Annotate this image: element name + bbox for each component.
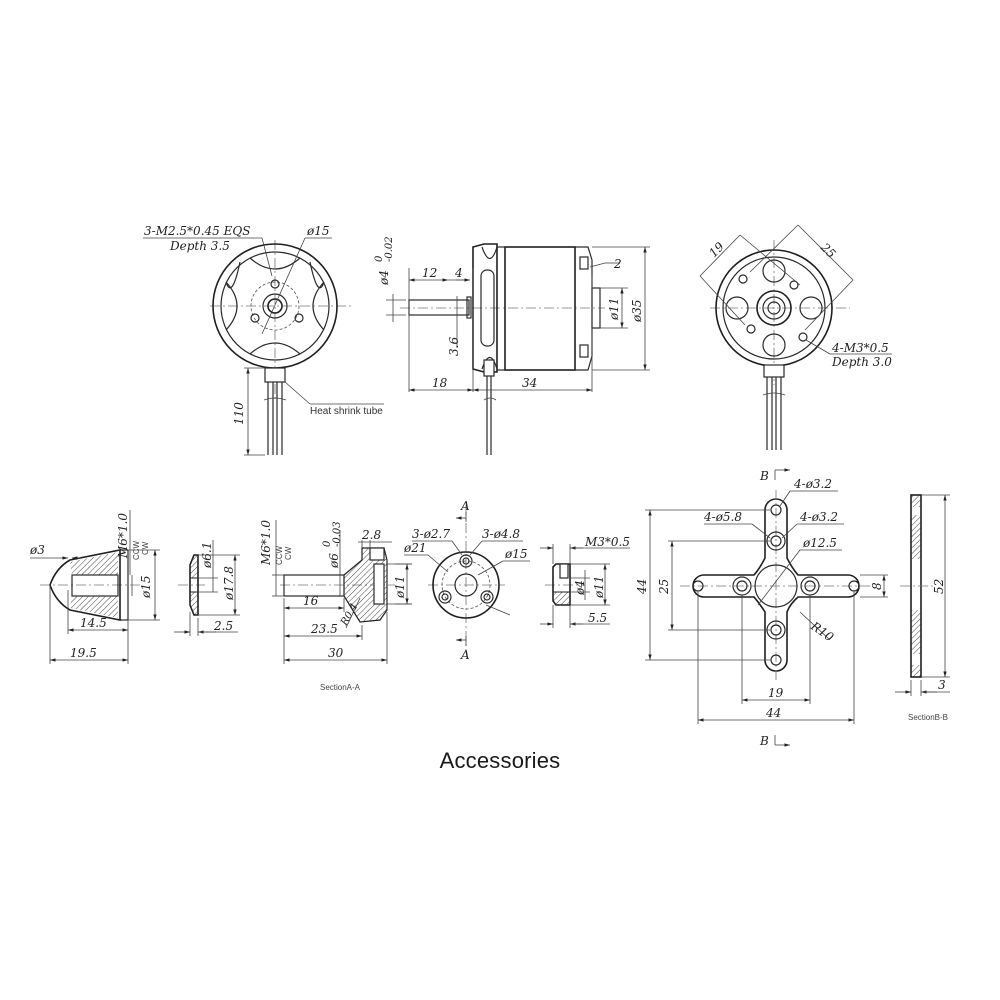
dim-d11: ø11 xyxy=(607,298,621,322)
front-thread-note: 3-M2.5*0.45 EQS xyxy=(144,224,250,238)
front-diameter-label: ø15 xyxy=(306,224,330,238)
collet-d21: ø21 xyxy=(403,541,427,555)
section-b-height: 52 xyxy=(932,579,946,594)
washer-drawing: ø6.1 ø17.8 2.5 xyxy=(174,540,240,636)
section-mark-a-top: A xyxy=(460,499,470,513)
side-view: ø4 0 -0.02 12 4 3.6 18 34 2 ø11 ø35 xyxy=(374,236,650,455)
section-b-label: SectionB-B xyxy=(908,713,948,722)
dim-12: 12 xyxy=(422,266,437,280)
heat-shrink-label: Heat shrink tube xyxy=(310,406,383,417)
x-mount-section-b-bottom: B xyxy=(759,734,769,748)
section-mark-a-bottom: A xyxy=(460,648,470,662)
rear-thread-note: 4-M3*0.5 xyxy=(831,341,889,355)
dim-d35: ø35 xyxy=(630,300,644,324)
x-mount-dim-19: 19 xyxy=(768,686,784,700)
adapter-cw: CW xyxy=(284,546,293,560)
spinner-len-14-5: 14.5 xyxy=(80,616,107,630)
adapter-len-30: 30 xyxy=(328,646,344,660)
dim-4: 4 xyxy=(454,266,463,280)
adapter-d6-tol-upper: 0 xyxy=(322,540,333,547)
adapter-len-23-5: 23.5 xyxy=(310,622,338,636)
collet-holes-large: 3-ø4.8 xyxy=(482,527,520,541)
x-mount-section-drawing: 52 3 SectionB-B xyxy=(895,494,950,722)
page-title: Accessories xyxy=(439,748,561,773)
prop-adapter-drawing: M6*1.0 CCW CW ø6 0 -0.03 2.8 ø11 16 23.5… xyxy=(259,520,412,692)
front-view: 3-M2.5*0.45 EQS Depth 3.5 ø15 110 Heat s… xyxy=(143,224,384,456)
adapter-len-16: 16 xyxy=(303,594,319,608)
x-mount-radius: R10 xyxy=(807,618,836,644)
adapter-ccw: CCW xyxy=(275,545,284,565)
x-mount-dim-8: 8 xyxy=(870,582,884,590)
spinner-d3: ø3 xyxy=(29,543,45,557)
x-mount-drawing: B B 4-ø3.2 4-ø5.8 4-ø3.2 ø12.5 R10 44 25… xyxy=(635,468,888,748)
x-mount-section-b-top: B xyxy=(759,469,769,483)
adapter-thread: M6*1.0 xyxy=(259,520,273,566)
adapter-dim-2-8: 2.8 xyxy=(361,528,381,542)
dim-3-6: 3.6 xyxy=(447,337,461,356)
adapter-d11: ø11 xyxy=(393,576,407,600)
washer-d6-1: ø6.1 xyxy=(200,542,214,569)
washer-thickness: 2.5 xyxy=(213,619,233,633)
x-mount-holes-c: 4-ø3.2 xyxy=(799,510,838,524)
rear-depth-note: Depth 3.0 xyxy=(831,355,892,369)
collet-plate-drawing: A A 3-ø2.7 3-ø4.8 ø21 ø15 xyxy=(395,499,530,662)
shaft-diameter-label: ø4 xyxy=(377,270,391,286)
rear-dim-25: 25 xyxy=(817,240,838,261)
adapter-d6: ø6 xyxy=(327,553,341,569)
nut-drawing: M3*0.5 ø4 ø11 5.5 xyxy=(540,535,630,628)
collet-d15: ø15 xyxy=(504,547,528,561)
rear-dim-19: 19 xyxy=(706,239,727,260)
dim-34: 34 xyxy=(522,376,537,390)
washer-d17-8: ø17.8 xyxy=(222,566,236,601)
nut-length: 5.5 xyxy=(588,611,607,625)
x-mount-dim-25: 25 xyxy=(657,579,671,595)
nut-d4: ø4 xyxy=(573,580,587,596)
spinner-len-19-5: 19.5 xyxy=(70,646,97,660)
rear-view: 19 25 4-M3*0.5 Depth 3.0 xyxy=(699,224,892,450)
spinner-drawing: ø3 M6*1.0 CCW CW ø15 14.5 19.5 xyxy=(29,510,160,664)
x-mount-dim-44-v: 44 xyxy=(635,579,649,595)
collet-holes-small: 3-ø2.7 xyxy=(412,527,450,541)
spinner-cw: CW xyxy=(141,541,150,555)
section-b-thickness: 3 xyxy=(938,678,946,692)
shaft-tol-upper: 0 xyxy=(374,255,385,262)
dim-18: 18 xyxy=(432,376,448,390)
x-mount-holes-b: 4-ø5.8 xyxy=(703,510,742,524)
section-a-label: SectionA-A xyxy=(320,683,361,692)
x-mount-holes-a: 4-ø3.2 xyxy=(793,477,832,491)
shaft-tol-lower: -0.02 xyxy=(384,236,395,262)
dim-2: 2 xyxy=(613,257,622,271)
spinner-d15: ø15 xyxy=(139,576,153,600)
spinner-ccw: CCW xyxy=(132,540,141,560)
lead-length-label: 110 xyxy=(232,402,246,425)
x-mount-dim-44-h: 44 xyxy=(765,706,781,720)
front-depth-note: Depth 3.5 xyxy=(169,239,230,253)
x-mount-center-d: ø12.5 xyxy=(802,536,837,550)
nut-thread: M3*0.5 xyxy=(584,535,630,549)
adapter-d6-tol-lower: -0.03 xyxy=(332,521,343,547)
nut-d11: ø11 xyxy=(592,576,606,600)
spinner-thread: M6*1.0 xyxy=(116,513,130,559)
